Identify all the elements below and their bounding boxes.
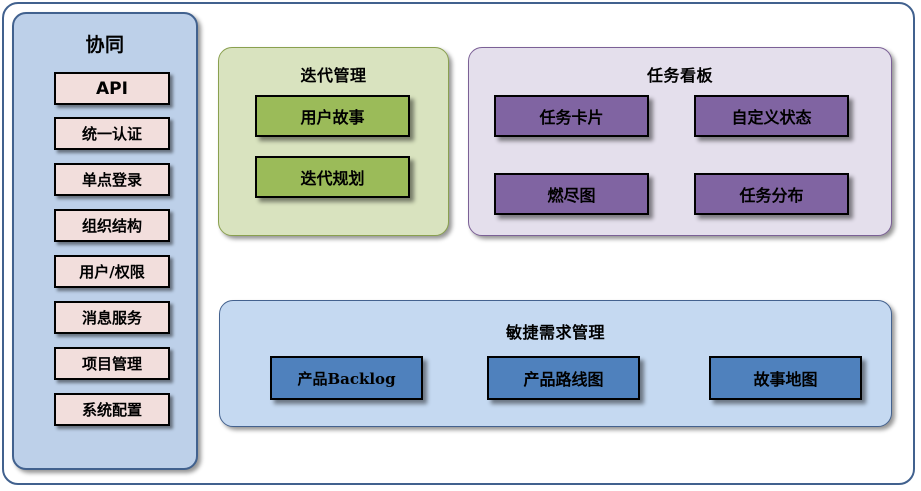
sidebar-item-label: 单点登录 <box>81 171 142 189</box>
box-label: 燃尽图 <box>547 186 596 205</box>
sidebar-item-user-permission[interactable]: 用户/权限 <box>54 255 170 288</box>
task-board-panel: 任务看板 任务卡片 自定义状态 燃尽图 任务分布 <box>468 47 892 236</box>
agile-box-product-roadmap[interactable]: 产品路线图 <box>487 356 640 400</box>
sidebar-item-label: 用户/权限 <box>79 263 145 281</box>
agile-requirements-title: 敏捷需求管理 <box>505 323 605 342</box>
outer-frame <box>2 2 915 485</box>
sidebar-item-label: 系统配置 <box>81 401 142 419</box>
agile-requirements-panel: 敏捷需求管理 产品Backlog 产品路线图 故事地图 <box>219 300 892 427</box>
sidebar-item-label: 统一认证 <box>81 125 142 143</box>
box-label: 迭代规划 <box>300 169 365 188</box>
box-label: 产品Backlog <box>297 369 396 388</box>
sidebar-item-label: 组织结构 <box>81 217 142 235</box>
agile-box-product-backlog[interactable]: 产品Backlog <box>270 356 423 400</box>
taskboard-box-task-distribution[interactable]: 任务分布 <box>694 173 849 215</box>
taskboard-box-custom-status[interactable]: 自定义状态 <box>694 95 849 137</box>
sidebar-item-message-service[interactable]: 消息服务 <box>54 301 170 334</box>
sidebar-item-unified-auth[interactable]: 统一认证 <box>54 117 170 150</box>
sidebar-item-sso[interactable]: 单点登录 <box>54 163 170 196</box>
taskboard-box-burndown-chart[interactable]: 燃尽图 <box>494 173 649 215</box>
box-label: 自定义状态 <box>731 108 812 127</box>
taskboard-box-task-card[interactable]: 任务卡片 <box>494 95 649 137</box>
box-label: 任务卡片 <box>539 108 604 127</box>
sidebar-item-org-structure[interactable]: 组织结构 <box>54 209 170 242</box>
iteration-box-user-story[interactable]: 用户故事 <box>255 95 410 137</box>
sidebar-item-project-management[interactable]: 项目管理 <box>54 347 170 380</box>
sidebar-title: 协同 <box>85 34 125 56</box>
iteration-management-panel: 迭代管理 用户故事 迭代规划 <box>218 47 449 236</box>
sidebar-item-label: 项目管理 <box>81 355 142 373</box>
task-board-title: 任务看板 <box>646 66 713 85</box>
box-label: 故事地图 <box>753 370 818 389</box>
iteration-management-title: 迭代管理 <box>300 66 367 85</box>
sidebar-item-api[interactable]: API <box>54 72 170 105</box>
sidebar-item-label: 消息服务 <box>81 309 142 327</box>
sidebar-item-label: API <box>96 78 128 99</box>
box-label: 任务分布 <box>739 186 804 205</box>
box-label: 用户故事 <box>300 108 365 127</box>
sidebar-panel: 协同 API 统一认证 单点登录 组织结构 用户/权限 消息服务 项目管理 系统… <box>12 12 198 470</box>
sidebar-item-system-config[interactable]: 系统配置 <box>54 393 170 426</box>
box-label: 产品路线图 <box>523 370 604 389</box>
agile-box-story-map[interactable]: 故事地图 <box>709 356 862 400</box>
iteration-box-iteration-planning[interactable]: 迭代规划 <box>255 156 410 198</box>
